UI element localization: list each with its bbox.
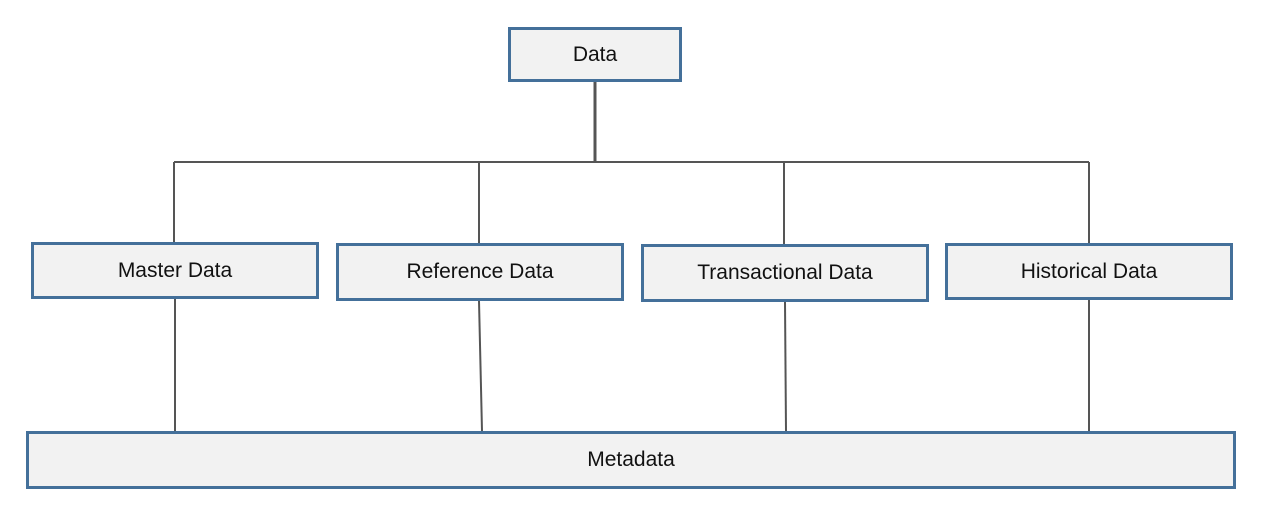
link-transactional-metadata <box>784 301 787 432</box>
transactional-data-node: Transactional Data <box>641 244 929 302</box>
historical-data-node: Historical Data <box>945 243 1233 300</box>
data-node: Data <box>508 27 682 82</box>
reference-data-node: Reference Data <box>336 243 624 301</box>
metadata-node: Metadata <box>26 431 1236 489</box>
link-reference-metadata <box>478 300 483 432</box>
master-data-node: Master Data <box>31 242 319 299</box>
